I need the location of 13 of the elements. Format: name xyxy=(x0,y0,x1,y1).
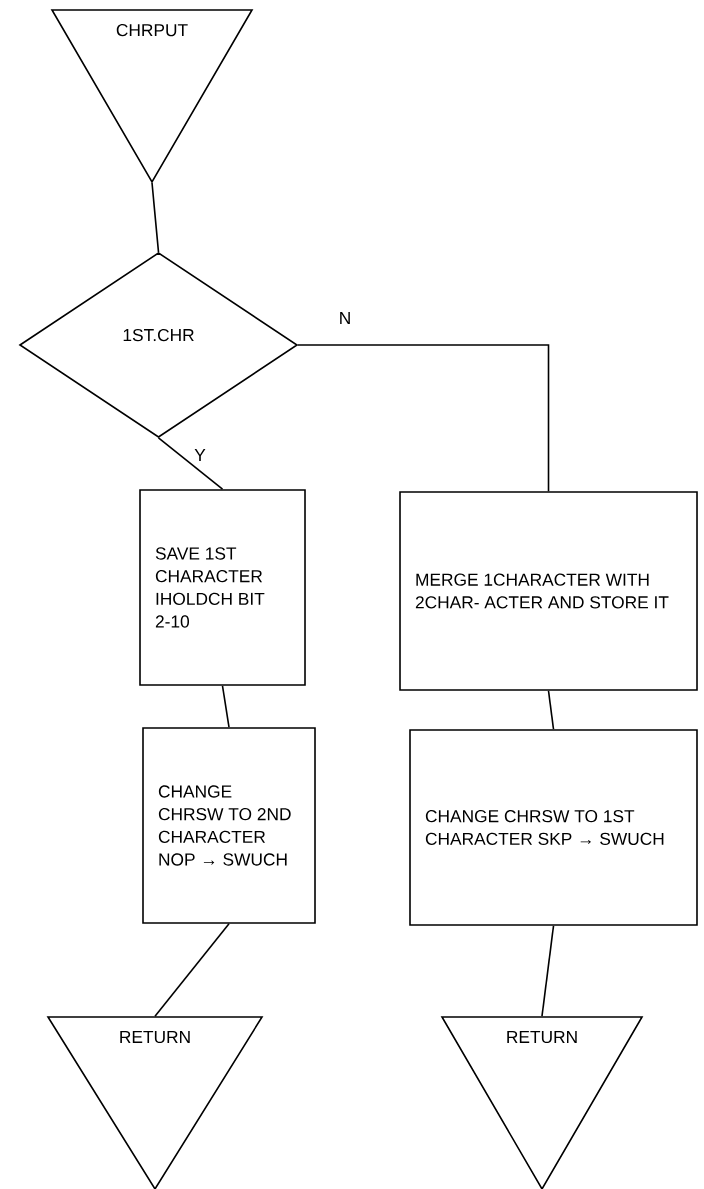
process-box: CHANGE CHRSW TO 1ST CHARACTER SKP → SWUCH xyxy=(409,729,698,926)
connector-line xyxy=(154,923,230,1017)
connector-line xyxy=(151,182,160,253)
connector-line xyxy=(221,685,230,728)
edge-label: N xyxy=(337,310,353,326)
connector-line xyxy=(157,437,224,490)
process-box: CHANGE CHRSW TO 2ND CHARACTER NOP → SWUCH xyxy=(142,727,316,924)
connector-line xyxy=(547,690,555,730)
edge-label: Y xyxy=(192,447,208,463)
connector-line xyxy=(541,925,555,1017)
process-box: MERGE 1CHARACTER WITH 2CHAR- ACTER AND STORE IT xyxy=(399,491,698,691)
connector-line xyxy=(297,344,550,492)
process-box: SAVE 1ST CHARACTER IHOLDCH BIT 2-10 xyxy=(139,489,306,686)
